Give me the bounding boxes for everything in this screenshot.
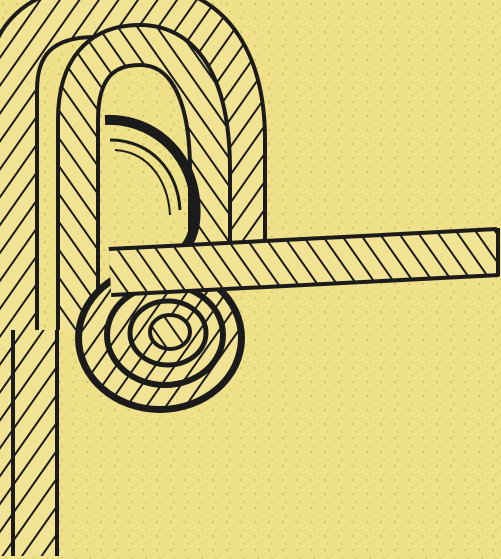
rope-knot-icon	[0, 0, 501, 559]
knot-illustration	[0, 0, 501, 559]
